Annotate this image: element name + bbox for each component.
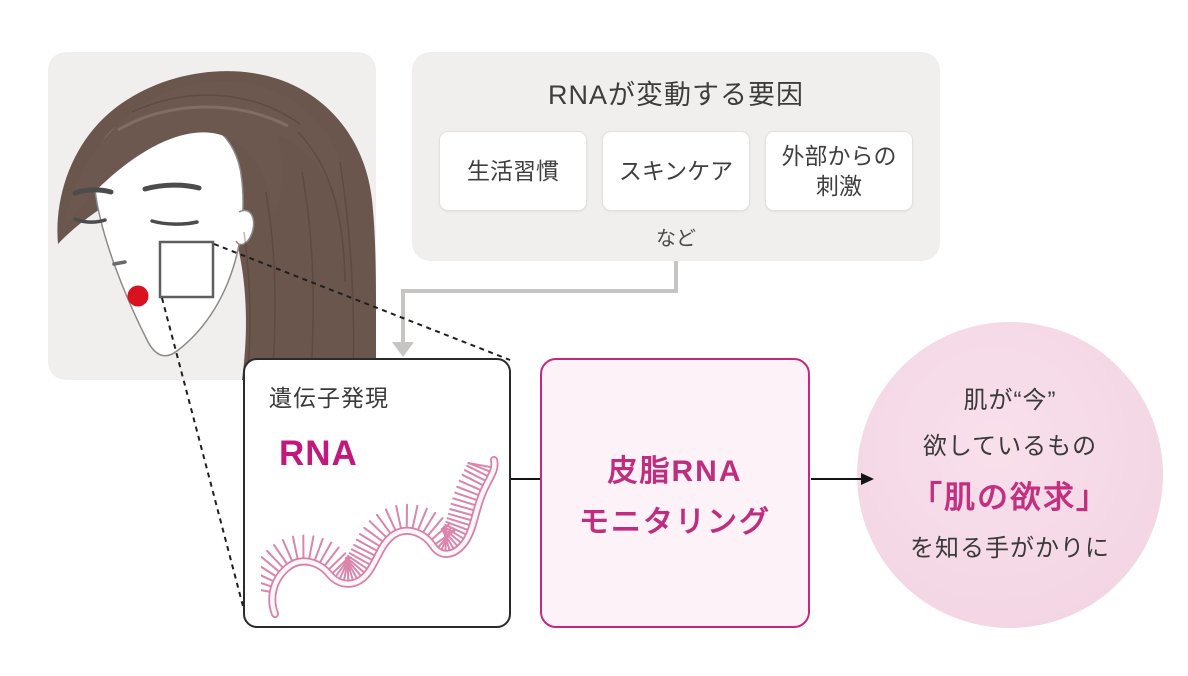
- gene-expression-box: 遺伝子発現 RNA: [243, 358, 511, 628]
- factor-card-label-line1: 外部からの: [781, 143, 897, 169]
- nose-mark: [112, 260, 127, 266]
- factors-to-gene-arrow-line: [401, 261, 678, 343]
- result-line-highlight: 「肌の欲求」: [911, 480, 1109, 515]
- factors-to-gene-arrowhead: [392, 342, 414, 357]
- factor-card-external-stimuli: 外部からの 刺激: [765, 131, 913, 211]
- rna-strand-icon: [261, 456, 499, 618]
- result-line-1: 肌が“今”: [963, 387, 1057, 414]
- result-line-4: を知る手がかりに: [910, 535, 1110, 562]
- gene-expression-label: 遺伝子発現: [269, 385, 389, 411]
- sampling-square: [158, 240, 215, 299]
- factor-card-label-line2: 刺激: [816, 173, 862, 199]
- factor-card-row: 生活習慣 スキンケア 外部からの 刺激: [412, 131, 940, 211]
- sebum-rna-monitoring-box: 皮脂RNA モニタリング: [540, 358, 810, 628]
- sebum-spot-dot: [127, 285, 149, 307]
- etc-label: など: [656, 228, 696, 250]
- eyebrows: [72, 182, 202, 196]
- face-panel: [48, 52, 376, 380]
- factor-card-label: スキンケア: [618, 158, 734, 184]
- factor-card-lifestyle: 生活習慣: [439, 131, 587, 211]
- woman-face-illustration: [57, 71, 376, 380]
- factors-panel: RNAが変動する要因 生活習慣 スキンケア 外部からの 刺激 など: [412, 52, 940, 261]
- result-line-2: 欲しているもの: [922, 433, 1098, 460]
- factor-card-label: 生活習慣: [467, 158, 559, 184]
- hair-highlight: [117, 105, 289, 132]
- rna-label: RNA: [279, 434, 358, 473]
- hair-bangs-shape: [64, 81, 346, 228]
- result-circle: 肌が“今” 欲しているもの 「肌の欲求」 を知る手がかりに: [857, 322, 1163, 628]
- rna-ribbon-core: [270, 457, 497, 617]
- factor-card-skincare: スキンケア: [602, 131, 750, 211]
- closed-eyes: [73, 217, 199, 226]
- monitoring-label-line2: モニタリング: [579, 505, 771, 539]
- monitoring-label-line1: 皮脂RNA: [607, 454, 743, 488]
- factors-title: RNAが変動する要因: [547, 80, 804, 110]
